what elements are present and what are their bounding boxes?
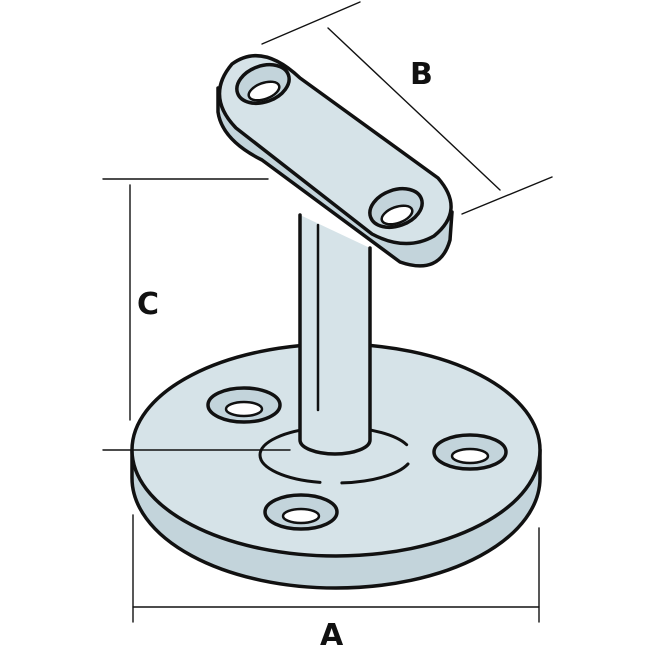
- saddle-hole-bottom: [368, 186, 424, 230]
- support-stem: [298, 213, 372, 456]
- base-hole-left: [206, 386, 282, 424]
- dimension-a: A: [132, 514, 540, 650]
- saddle-hole-top: [235, 62, 291, 106]
- weld-ring: [258, 425, 414, 485]
- base-plate-edge-outline: [130, 448, 542, 590]
- dimension-c-label: C: [137, 287, 159, 322]
- base-hole-right: [432, 433, 508, 471]
- dimension-c: C: [102, 178, 291, 451]
- saddle-bar: [216, 53, 454, 268]
- base-hole-bottom: [263, 493, 339, 531]
- dimension-a-label: A: [320, 618, 344, 650]
- dimension-b-label: B: [410, 57, 433, 92]
- dimension-b: B: [261, 1, 553, 215]
